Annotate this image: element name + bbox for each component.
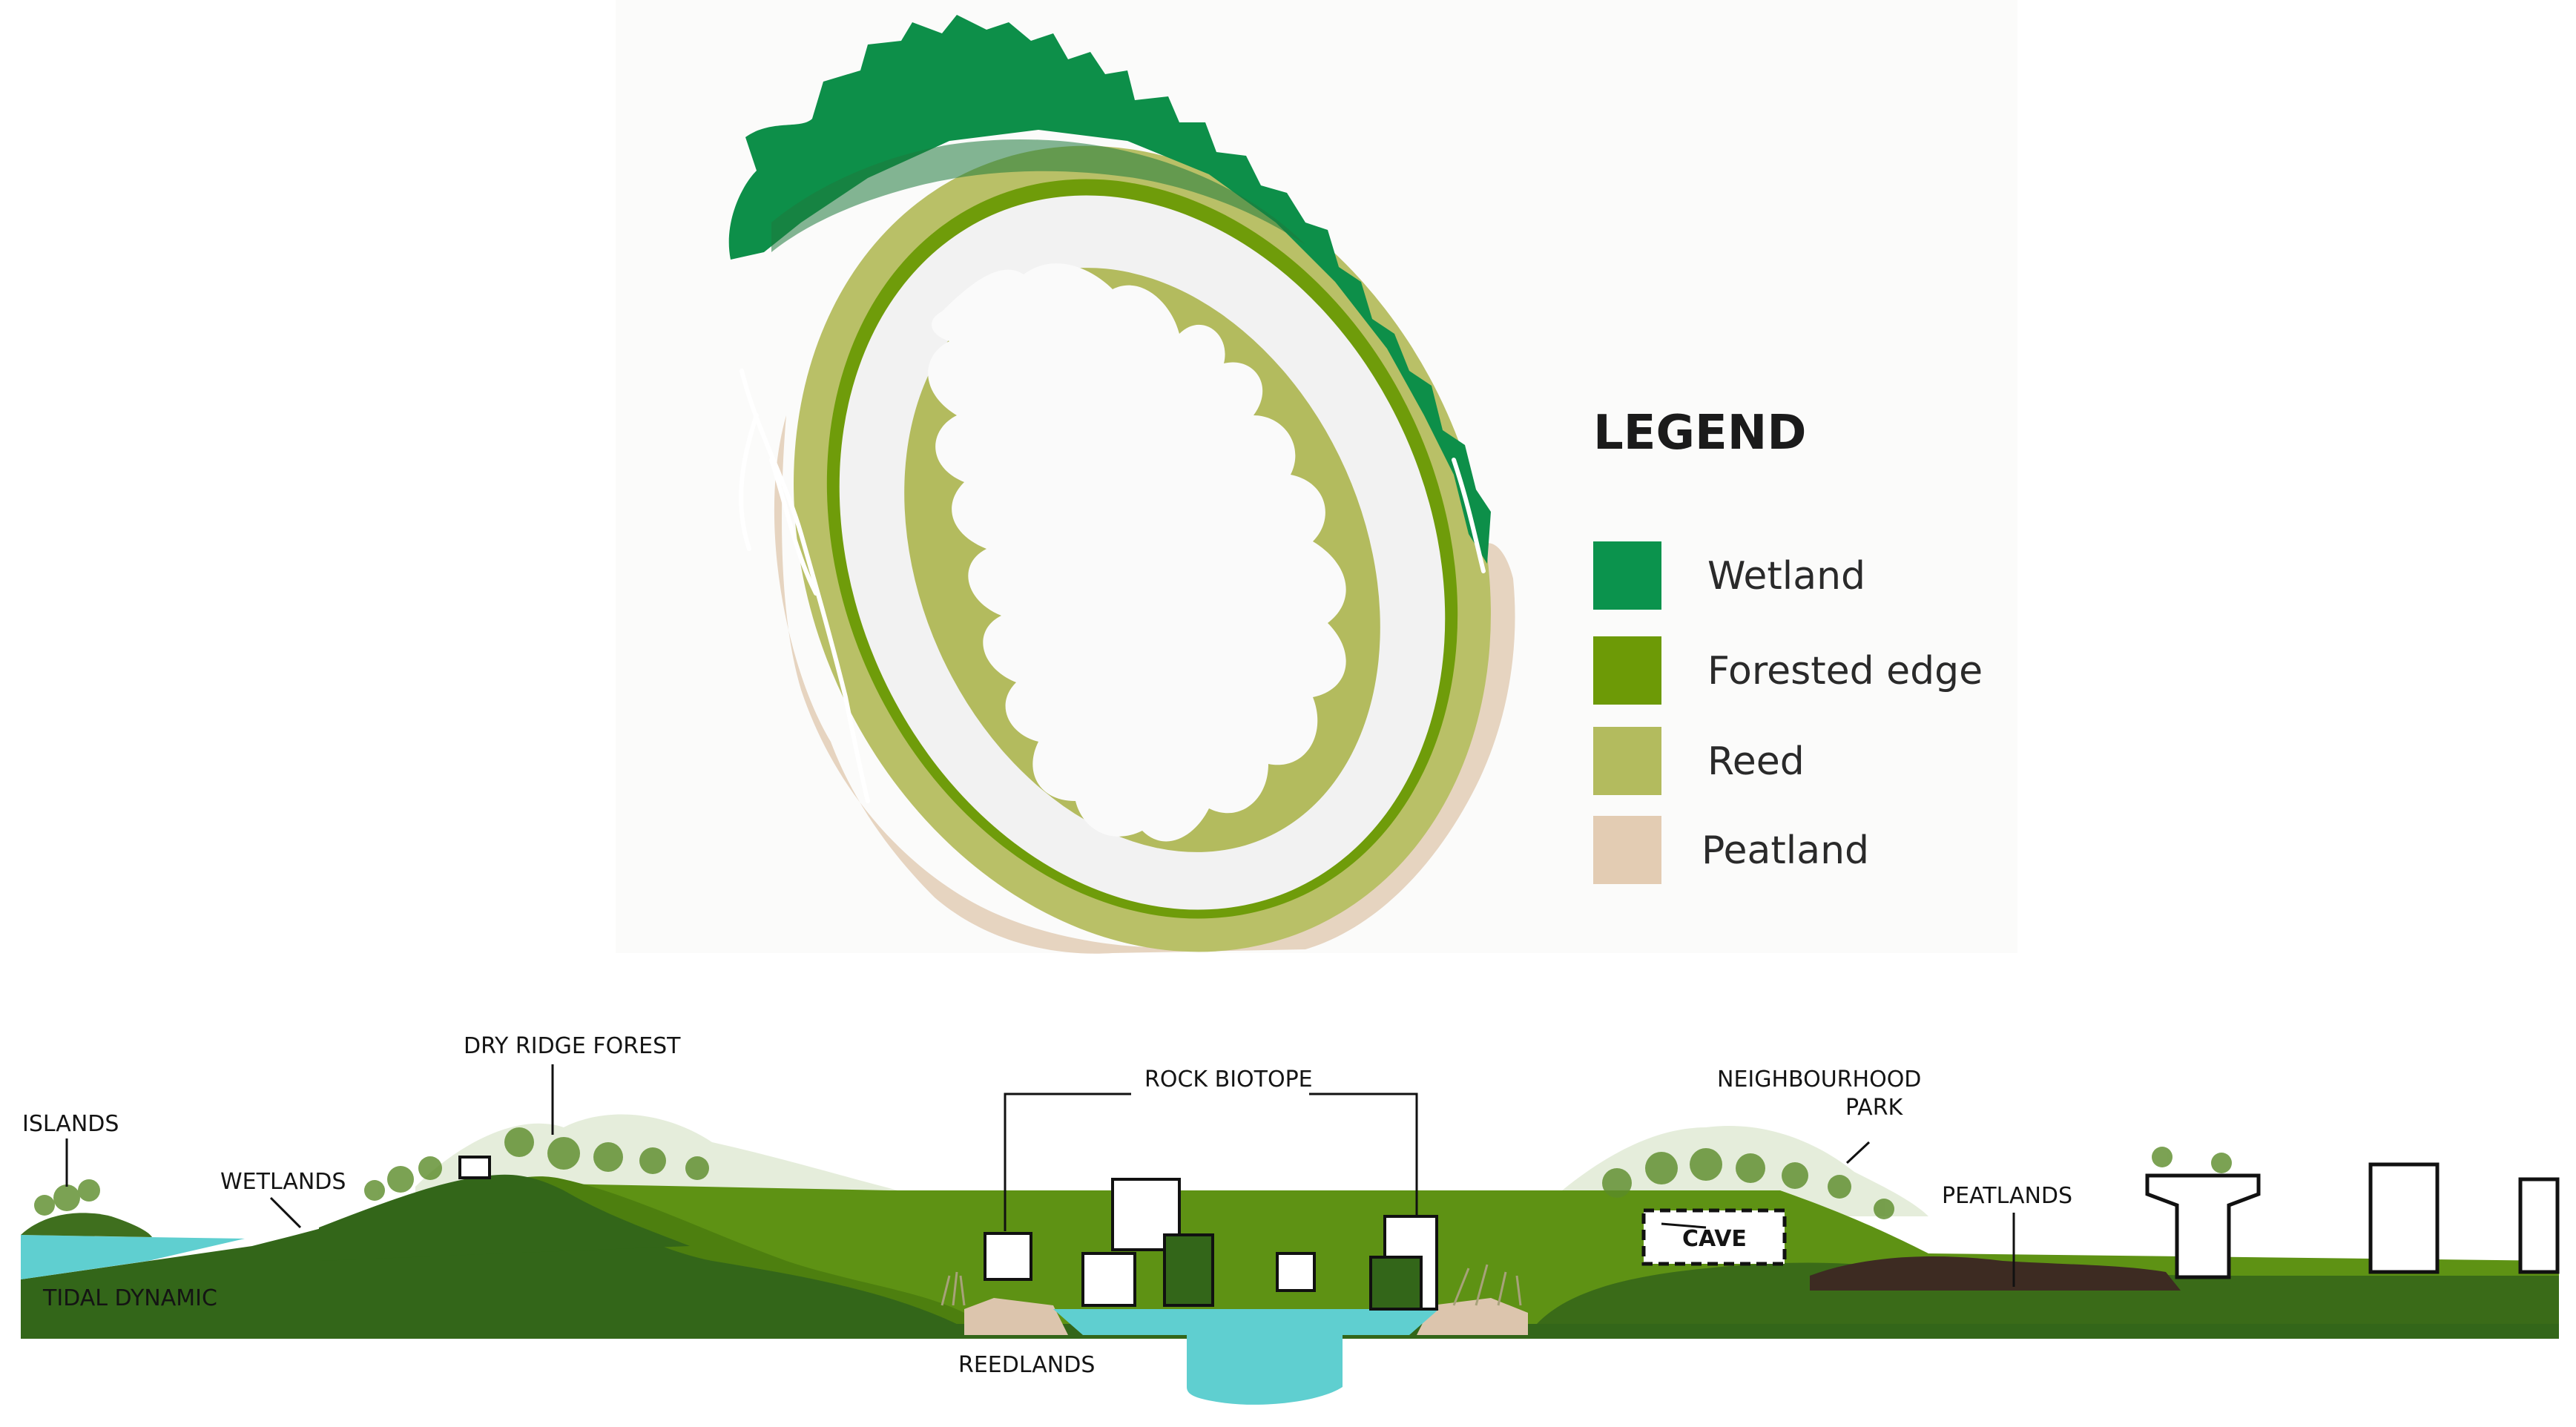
legend-label-forested-edge: Forested edge [1707, 649, 1983, 693]
legend-title: LEGEND [1593, 406, 1806, 461]
reed-bank-left [964, 1298, 1068, 1335]
ground-right-dark [1528, 1262, 2559, 1335]
leader-neighbourhood-park [1845, 1141, 1871, 1164]
reed-bank-right [1417, 1298, 1528, 1335]
tree-canopy [34, 1127, 2232, 1219]
rock-block [1369, 1256, 1423, 1311]
peatland-soil [1810, 1256, 2181, 1291]
pier-structure [2145, 1173, 2261, 1279]
label-reedlands: REEDLANDS [958, 1352, 1095, 1378]
cave-box [1641, 1208, 1787, 1266]
label-peatlands: PEATLANDS [1942, 1183, 2072, 1209]
rock-blocks [984, 1178, 1438, 1311]
building-block [2518, 1177, 2560, 1274]
label-cave: CAVE [1682, 1226, 1747, 1252]
label-tidal-dynamic: TIDAL DYNAMIC [42, 1285, 217, 1311]
building-block [2368, 1162, 2440, 1274]
rock-block [1163, 1233, 1214, 1307]
legend-swatch-peatland [1593, 816, 1661, 884]
wetland-texture [771, 139, 1305, 252]
island-mound [21, 1213, 152, 1237]
label-neighbourhood-park-2: PARK [1845, 1095, 1904, 1121]
rock-block [1081, 1252, 1136, 1307]
label-islands: ISLANDS [22, 1111, 119, 1137]
label-dry-ridge-forest: DRY RIDGE FOREST [464, 1033, 681, 1059]
open-water-core [928, 263, 1346, 842]
ground-dark-layer [21, 1178, 979, 1335]
rock-block [1111, 1178, 1181, 1251]
legend-swatch-wetland [1593, 541, 1661, 610]
leader-lines [65, 1064, 2015, 1287]
legend-label-peatland: Peatland [1702, 828, 1869, 873]
legend-swatch-forested-edge [1593, 636, 1661, 705]
urban-structures [2145, 1162, 2560, 1279]
reed-grass [941, 1264, 1522, 1306]
dry-ridge [319, 1174, 690, 1261]
legend-label-wetland: Wetland [1707, 554, 1865, 599]
ridge-hut [458, 1156, 491, 1179]
tidal-water [21, 1235, 245, 1279]
channel-water [1053, 1309, 1439, 1405]
stream-lines [739, 369, 1486, 803]
rock-block [1276, 1252, 1316, 1292]
leader-wetlands [269, 1196, 302, 1229]
legend-swatch-reed [1593, 727, 1661, 795]
rock-block [984, 1232, 1032, 1281]
label-wetlands: WETLANDS [220, 1169, 346, 1195]
leader-cave [1661, 1222, 1707, 1229]
label-rock-biotope: ROCK BIOTOPE [1144, 1067, 1313, 1093]
leader-rock-biotope [1004, 1093, 1418, 1231]
label-neighbourhood-park-1: NEIGHBOURHOOD [1717, 1067, 1921, 1093]
legend-label-reed: Reed [1707, 739, 1805, 784]
